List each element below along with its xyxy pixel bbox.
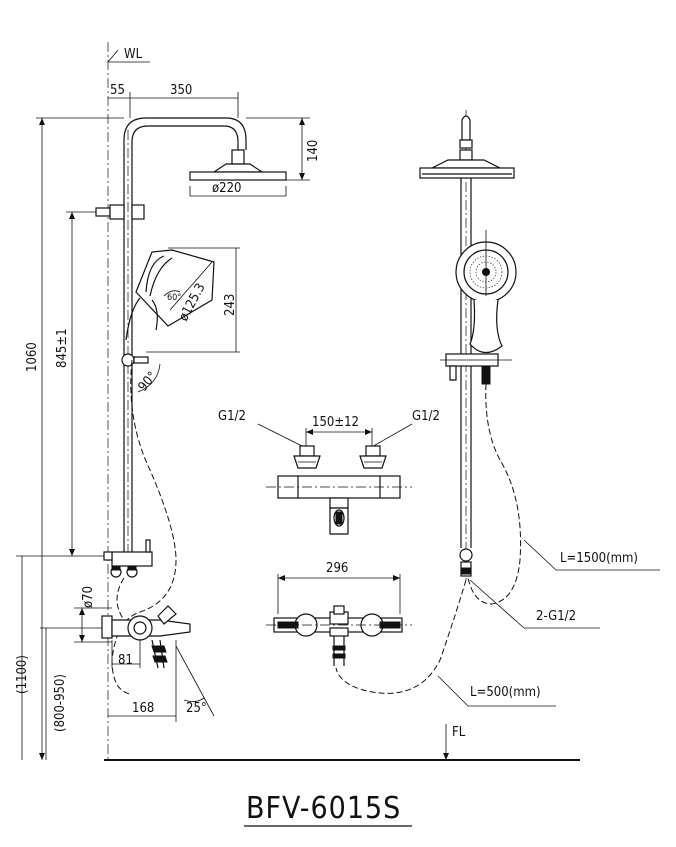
riser-pipe xyxy=(123,117,247,560)
dim-140: 140 xyxy=(246,117,321,181)
dim-296-label: 296 xyxy=(326,561,348,576)
lower-connector xyxy=(103,539,153,578)
hose-1500 xyxy=(467,383,522,605)
g12-left-label: G1/2 xyxy=(218,409,246,424)
front-view: L=1500(mm) 2-G1/2 L=500(mm) FL xyxy=(335,110,660,760)
upper-wall-bracket xyxy=(95,204,145,220)
height-dims: (1100) (800-950) xyxy=(15,555,102,760)
angle-90-label: 90° xyxy=(136,369,161,395)
hose-500 xyxy=(335,579,467,694)
wl-label: WL xyxy=(124,47,143,62)
angle-60-label: 60° xyxy=(167,293,181,303)
dim-150-label: 150±12 xyxy=(312,415,359,430)
hand-hose-side xyxy=(111,359,177,695)
wl-marker: WL xyxy=(107,47,150,63)
dim-800-950-label: (800-950) xyxy=(53,674,68,732)
dim-243-label: 243 xyxy=(223,294,238,316)
hand-shower-front xyxy=(455,230,517,354)
model-title: BFV-6015S xyxy=(246,791,401,826)
side-view: WL 55 350 140 xyxy=(15,42,580,761)
angle-25-label: 25° xyxy=(186,701,207,716)
dim-70-label: ø70 xyxy=(81,586,96,608)
dim-1100-label: (1100) xyxy=(15,655,30,694)
dim-845: 845±1 xyxy=(38,211,124,557)
dim-140-label: 140 xyxy=(306,140,321,162)
short-hose xyxy=(116,577,125,621)
l500-label: L=500(mm) xyxy=(470,685,541,700)
dim-1060: 1060 xyxy=(25,117,124,760)
fl-label: FL xyxy=(452,725,466,740)
overhead-shower-head: ø220 xyxy=(189,149,287,197)
dim-220-label: ø220 xyxy=(212,181,241,196)
bath-mixer-side: ø70 81 168 25° xyxy=(74,586,215,722)
hand-shower-side: ø125.3 60° 243 xyxy=(125,247,240,353)
dim-168-label: 168 xyxy=(132,701,154,716)
top-dims: 55 350 xyxy=(108,83,239,118)
dim-1060-label: 1060 xyxy=(25,342,40,372)
dim-81-label: 81 xyxy=(118,653,133,668)
dim-845-label: 845±1 xyxy=(55,328,70,368)
mixer-front-view: G1/2 G1/2 150±12 xyxy=(218,409,440,535)
dim-55-label: 55 xyxy=(110,83,125,98)
l1500-label: L=1500(mm) xyxy=(560,551,638,566)
mixer-top-view: 296 xyxy=(266,561,412,666)
g12-2-label: 2-G1/2 xyxy=(536,609,576,624)
dim-350-label: 350 xyxy=(170,83,192,98)
g12-right-label: G1/2 xyxy=(412,409,440,424)
